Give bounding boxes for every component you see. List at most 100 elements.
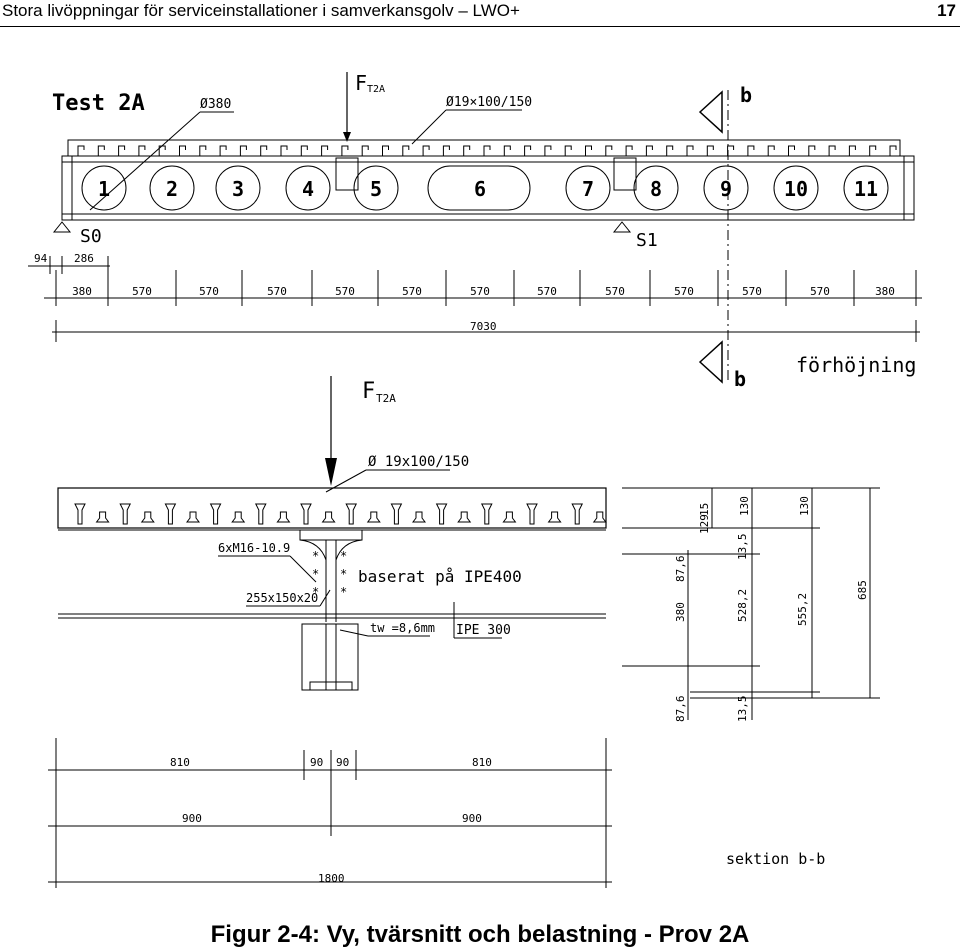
- shear-stud: [483, 145, 491, 156]
- dim-555-2: 555,2: [796, 593, 809, 626]
- dim-1800: 1800: [318, 872, 345, 885]
- shear-stud: [706, 145, 714, 156]
- shear-stud: [402, 145, 410, 156]
- dim-spacing: 570: [402, 285, 422, 298]
- svg-text:*: *: [312, 549, 319, 563]
- plate-label: 255x150x20: [246, 591, 318, 605]
- dim-spacing: 570: [537, 285, 557, 298]
- dim-94: 94: [34, 252, 48, 265]
- shear-stud: [848, 145, 856, 156]
- shear-stud: [280, 145, 288, 156]
- opening-number: 7: [582, 177, 594, 201]
- shear-stud: [138, 145, 146, 156]
- dim-spacing: 570: [742, 285, 762, 298]
- figure-caption: Figur 2-4: Vy, tvärsnitt och belastning …: [210, 921, 750, 948]
- shear-stud: [422, 145, 430, 156]
- section-stud: [480, 503, 493, 525]
- raised-label: förhöjning: [796, 353, 916, 377]
- dim-900-a: 900: [182, 812, 202, 825]
- load-sub-sect: T2A: [376, 392, 396, 405]
- web-opening: [353, 165, 399, 211]
- web-opening: [285, 165, 331, 211]
- dim-130-a: 130: [738, 496, 751, 516]
- opening-number: 4: [302, 177, 314, 201]
- dim-90-a: 90: [310, 756, 323, 769]
- section-stud: [209, 503, 222, 525]
- section-stud: [95, 511, 110, 523]
- svg-text:*: *: [340, 585, 347, 599]
- dim-spacing: 570: [199, 285, 219, 298]
- shear-stud: [199, 145, 207, 156]
- shear-stud: [889, 145, 897, 156]
- section-stud: [502, 511, 517, 523]
- shear-stud: [544, 145, 552, 156]
- dim-810-a: 810: [170, 756, 190, 769]
- studs-row: [77, 145, 897, 156]
- dim-spacing: 570: [335, 285, 355, 298]
- shear-stud: [341, 145, 349, 156]
- running-title: Stora livöppningar för serviceinstallati…: [2, 1, 520, 20]
- shear-stud: [321, 145, 329, 156]
- opening-number: 2: [166, 177, 178, 201]
- shear-stud: [585, 145, 592, 156]
- opening-diameter-label: Ø380: [200, 97, 231, 112]
- dim-810-b: 810: [472, 756, 492, 769]
- section-stud: [119, 503, 132, 525]
- section-mark-bottom: b: [734, 367, 746, 391]
- shear-stud: [808, 145, 816, 156]
- opening-number: 1: [98, 177, 110, 201]
- shear-stud: [727, 145, 735, 156]
- opening-number: 3: [232, 177, 244, 201]
- section-stud: [74, 503, 86, 525]
- svg-text:*: *: [340, 549, 347, 563]
- bolt-markers: ** ** **: [312, 549, 347, 599]
- shear-stud: [239, 145, 247, 156]
- shear-stud: [361, 145, 369, 156]
- svg-text:*: *: [312, 567, 319, 581]
- shear-stud: [666, 145, 674, 156]
- section-stud: [547, 511, 562, 523]
- cross-section-view: F T2A Ø 19x100/150 ** ** ** 6xM16-10.9 2…: [48, 376, 880, 888]
- dim-87-6-a: 87,6: [674, 556, 687, 583]
- dim-spacing: 570: [810, 285, 830, 298]
- web-opening: [773, 165, 819, 211]
- stud-label-elev: Ø19×100/150: [446, 95, 532, 110]
- section-stud: [254, 503, 267, 525]
- bolt-label: 6xM16-10.9: [218, 541, 290, 555]
- shear-stud: [118, 145, 126, 156]
- dim-286: 286: [74, 252, 94, 265]
- test-label: Test 2A: [52, 91, 145, 116]
- page-number: 17: [937, 1, 956, 20]
- page-header: Stora livöppningar för serviceinstallati…: [0, 0, 960, 30]
- dim-13-5-a: 13,5: [736, 534, 749, 561]
- shear-stud: [524, 145, 532, 156]
- load-label-elev: F: [355, 71, 367, 95]
- shear-stud: [564, 145, 572, 156]
- dim-130-b: 130: [798, 496, 811, 516]
- dim-spacing: 570: [267, 285, 287, 298]
- web-opening: [843, 165, 889, 211]
- shear-stud: [625, 145, 633, 156]
- web-opening: [427, 165, 531, 211]
- shear-stud: [97, 145, 105, 156]
- opening-number: 11: [854, 177, 878, 201]
- section-studs: [74, 503, 607, 525]
- web-opening: [149, 165, 195, 211]
- shear-stud: [158, 145, 166, 156]
- dim-87-6-b: 87,6: [674, 696, 687, 723]
- opening-number: 5: [370, 177, 382, 201]
- tw-label: tw =8,6mm: [370, 621, 435, 635]
- section-stud: [390, 503, 403, 525]
- web-opening: [81, 165, 127, 211]
- shear-stud: [463, 145, 471, 156]
- section-stud: [276, 511, 291, 523]
- technical-drawing: Test 2A Ø380 F T2A Ø19×100/150 b 1 2 3 4 5 6 7…: [0, 30, 960, 920]
- section-stud: [186, 511, 200, 523]
- opening-number: 6: [474, 177, 486, 201]
- section-stud: [457, 511, 472, 523]
- dim-total-elev: 7030: [470, 320, 497, 333]
- shear-stud: [788, 145, 795, 156]
